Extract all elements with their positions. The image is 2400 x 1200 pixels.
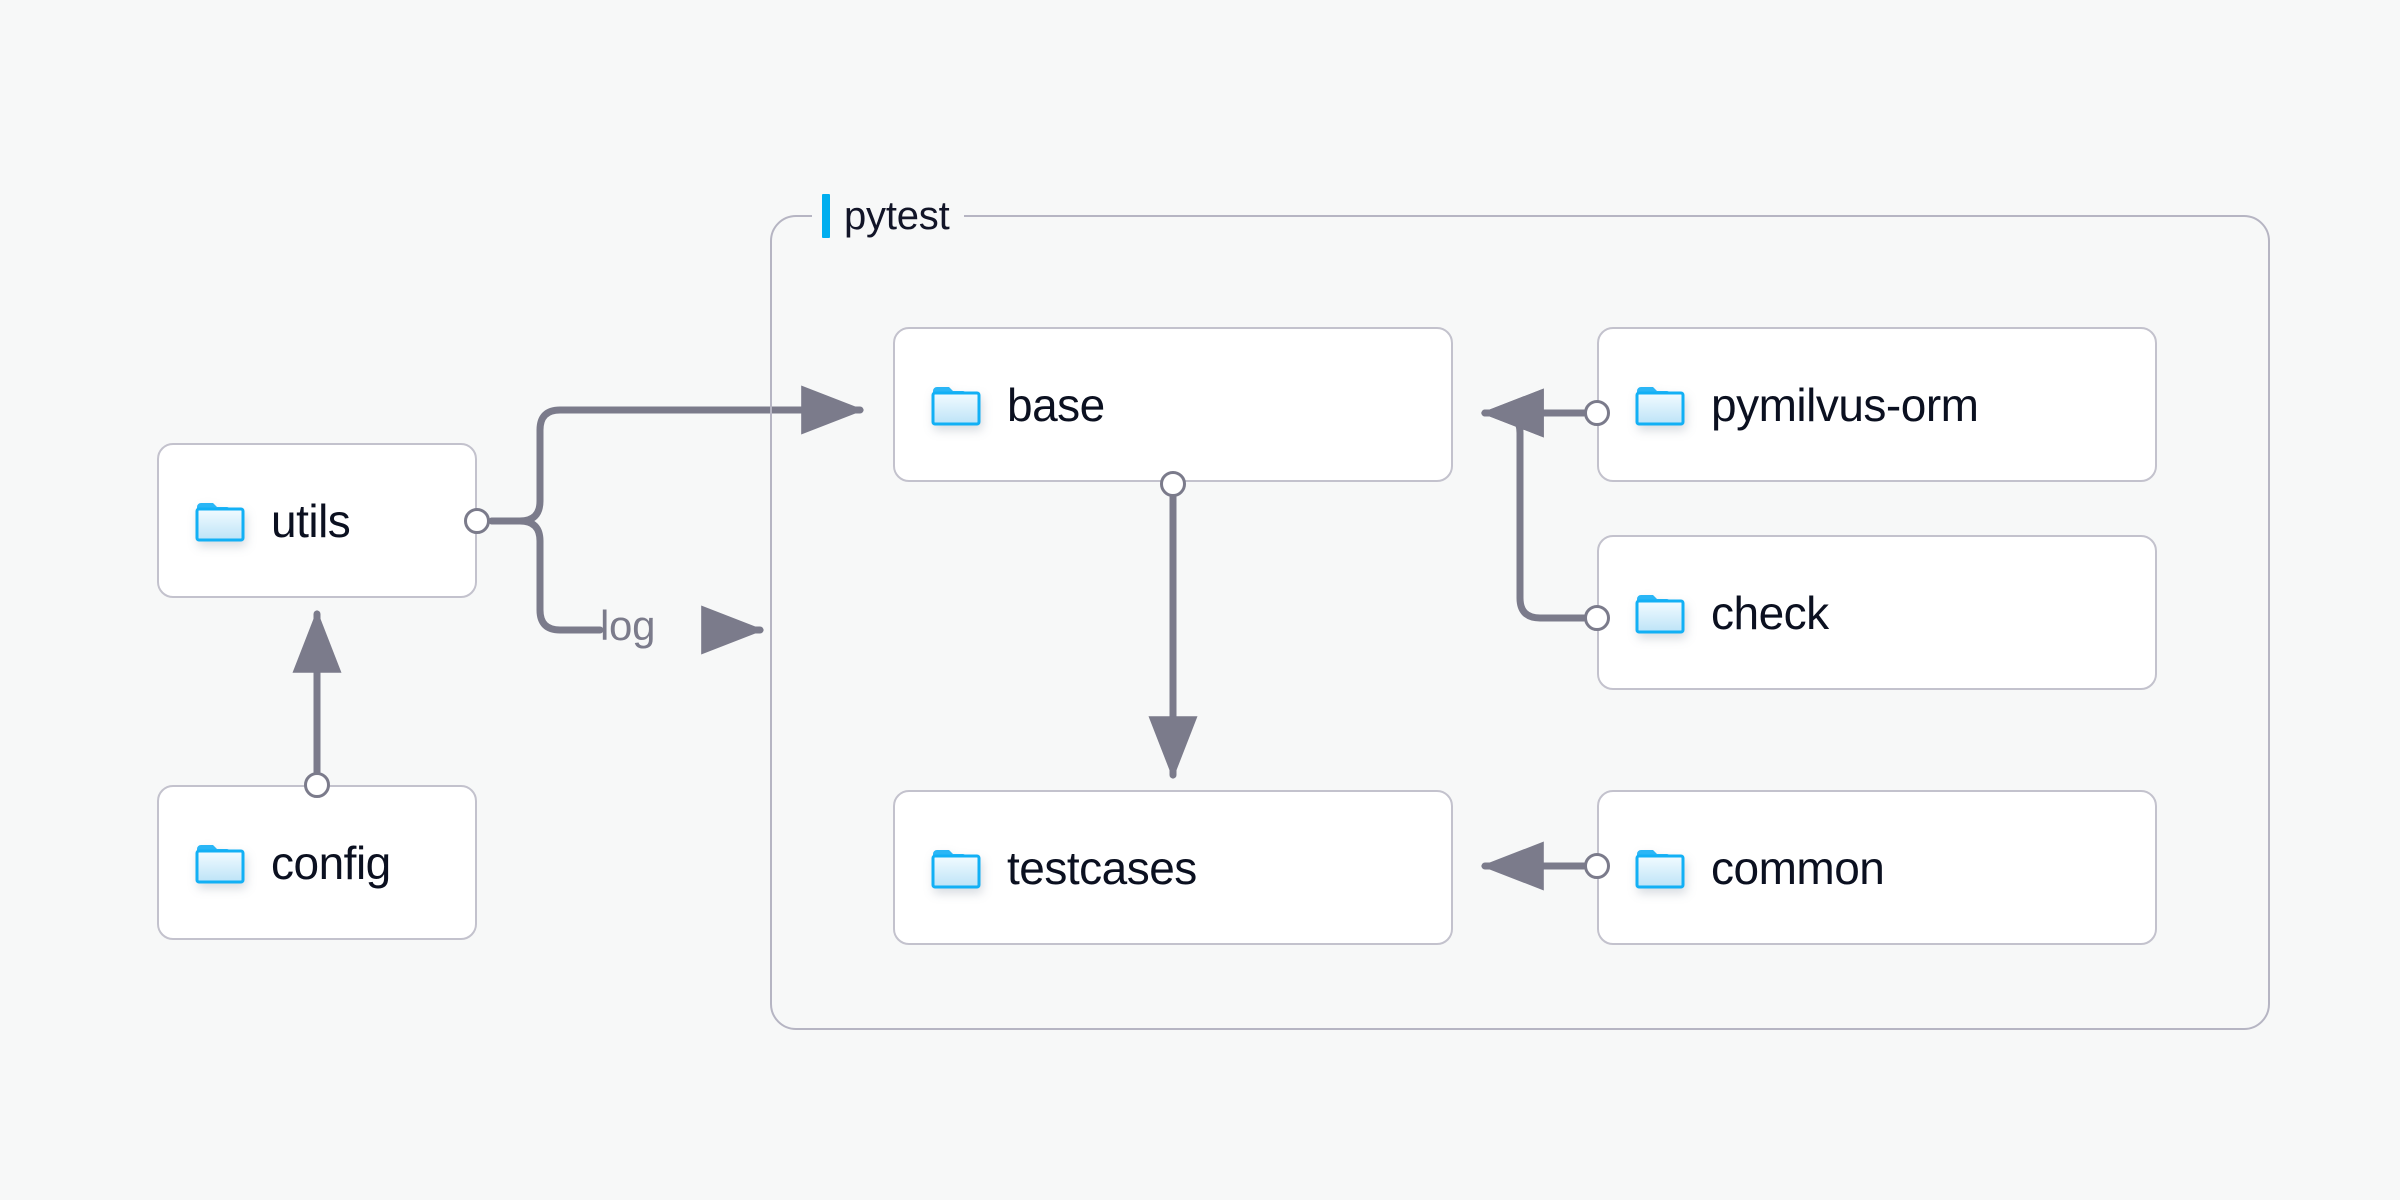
folder-icon [1635,592,1685,634]
node-config[interactable]: config [157,785,477,940]
node-pymilvus-orm[interactable]: pymilvus-orm [1597,327,2157,482]
group-pytest[interactable] [770,215,2270,1030]
node-check[interactable]: check [1597,535,2157,690]
port-utils-right[interactable] [464,508,490,534]
node-testcases[interactable]: testcases [893,790,1453,945]
edge-label-log: log [600,602,656,649]
node-pymilvus-orm-label: pymilvus-orm [1711,378,1979,431]
node-testcases-label: testcases [1007,841,1197,894]
node-base-label: base [1007,378,1105,431]
folder-icon [1635,847,1685,889]
group-accent-bar [822,194,830,238]
node-check-label: check [1711,586,1829,639]
node-config-label: config [271,836,391,889]
folder-icon [1635,384,1685,426]
node-base[interactable]: base [893,327,1453,482]
group-pytest-label-text: pytest [844,194,950,238]
group-pytest-label: pytest [812,188,964,244]
port-check-left[interactable] [1584,605,1610,631]
port-config-top[interactable] [304,772,330,798]
folder-icon [195,500,245,542]
port-pymilvus-orm-left[interactable] [1584,400,1610,426]
port-common-left[interactable] [1584,853,1610,879]
node-utils[interactable]: utils [157,443,477,598]
folder-icon [931,847,981,889]
node-utils-label: utils [271,494,351,547]
node-common[interactable]: common [1597,790,2157,945]
port-base-bottom[interactable] [1160,471,1186,497]
node-common-label: common [1711,841,1885,894]
edge-utils-log-path [488,517,604,634]
folder-icon [195,842,245,884]
folder-icon [931,384,981,426]
